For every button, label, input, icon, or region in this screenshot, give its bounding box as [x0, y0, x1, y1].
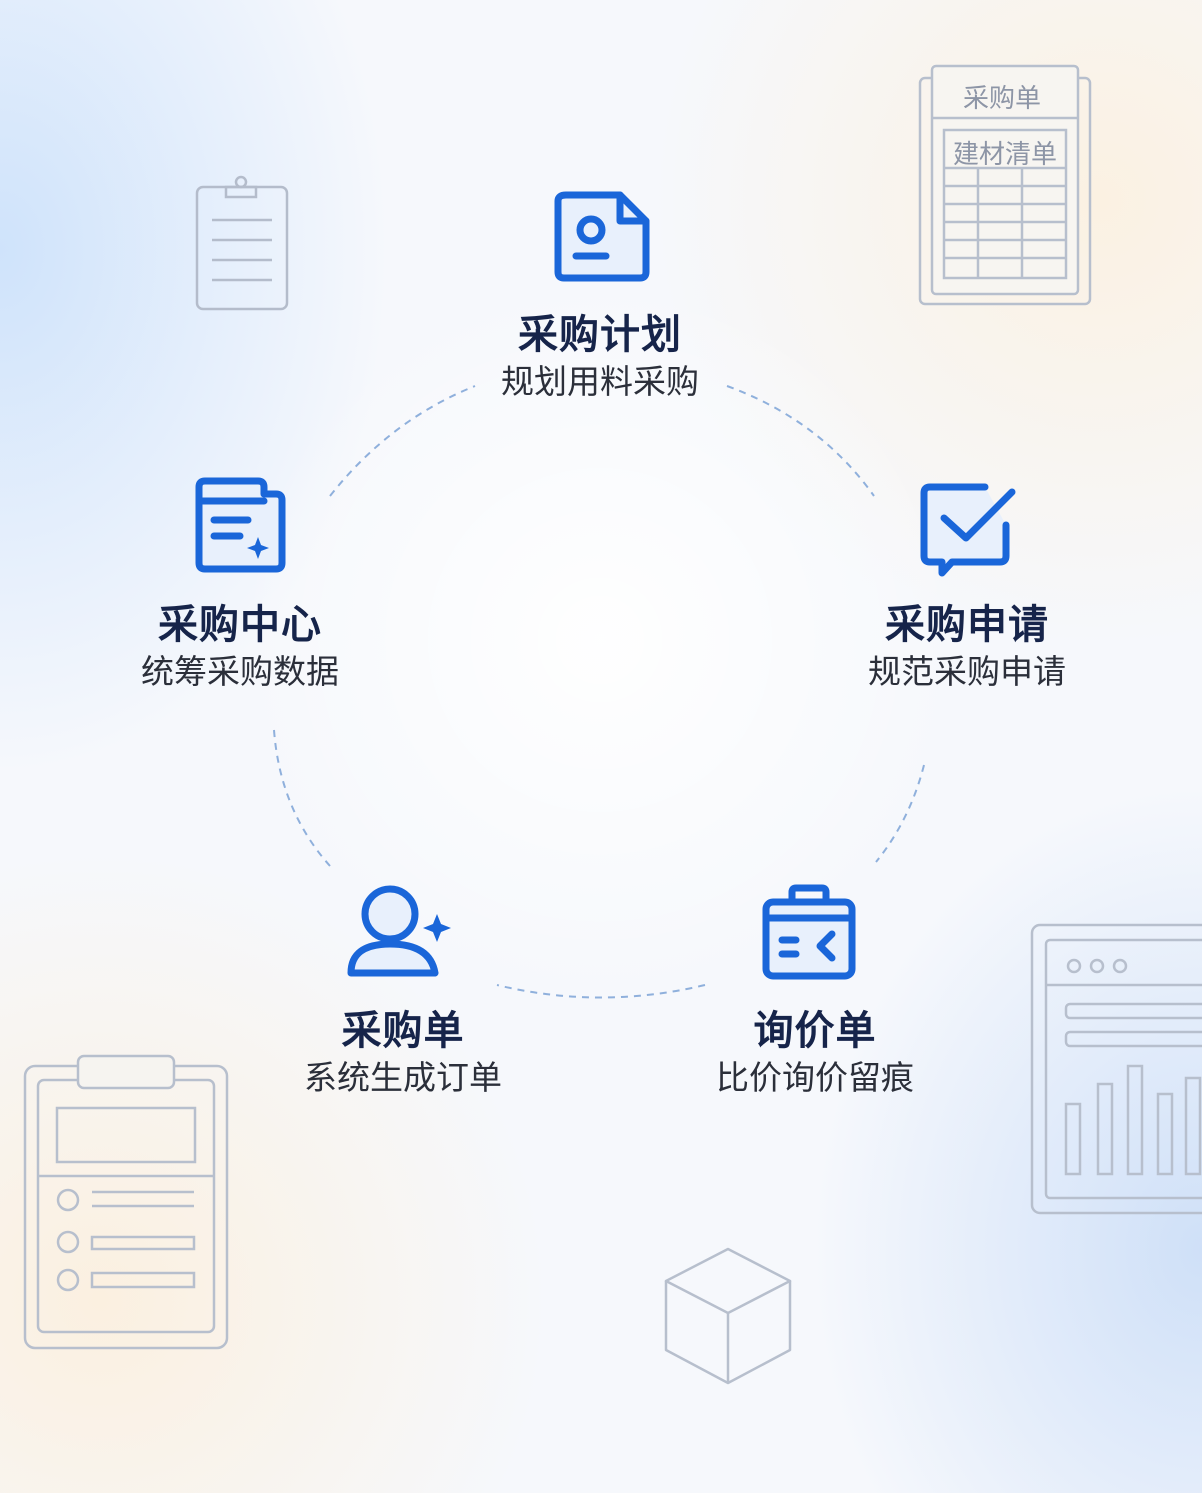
clipboard-icon [195, 175, 289, 311]
purchase-sheet-header: 采购单 [963, 84, 1042, 114]
node-inquiry: 询价单 比价询价留痕 [665, 1006, 965, 1100]
node-plan-subtitle: 规划用料采购 [501, 362, 699, 401]
node-order-subtitle: 系统生成订单 [304, 1058, 502, 1097]
purchase-sheet-subheader: 建材清单 [953, 140, 1058, 170]
flow-ring [273, 385, 925, 999]
node-request: 采购申请 规范采购申请 [817, 600, 1117, 694]
document-user-icon [554, 191, 650, 282]
cube-icon [664, 1247, 792, 1385]
node-inquiry-subtitle: 比价询价留痕 [716, 1058, 914, 1097]
node-request-subtitle: 规范采购申请 [868, 652, 1066, 691]
folder-list-icon [195, 477, 286, 573]
purchase-sheet-icon [918, 64, 1092, 306]
form-clipboard-icon [23, 1054, 229, 1350]
bar-chart-window-icon [1030, 923, 1202, 1215]
node-inquiry-title: 询价单 [753, 1008, 877, 1054]
node-center-subtitle: 统筹采购数据 [141, 652, 339, 691]
node-order: 采购单 系统生成订单 [253, 1006, 553, 1100]
node-request-title: 采购申请 [885, 602, 1049, 648]
user-sparkle-icon [347, 885, 451, 977]
node-plan: 采购计划 规划用料采购 [450, 310, 750, 404]
checkmark-chat-icon [920, 483, 1016, 577]
node-order-title: 采购单 [341, 1008, 465, 1054]
node-plan-title: 采购计划 [518, 312, 682, 358]
node-center-title: 采购中心 [158, 602, 322, 648]
node-center: 采购中心 统筹采购数据 [90, 600, 390, 694]
briefcase-icon [762, 884, 856, 980]
